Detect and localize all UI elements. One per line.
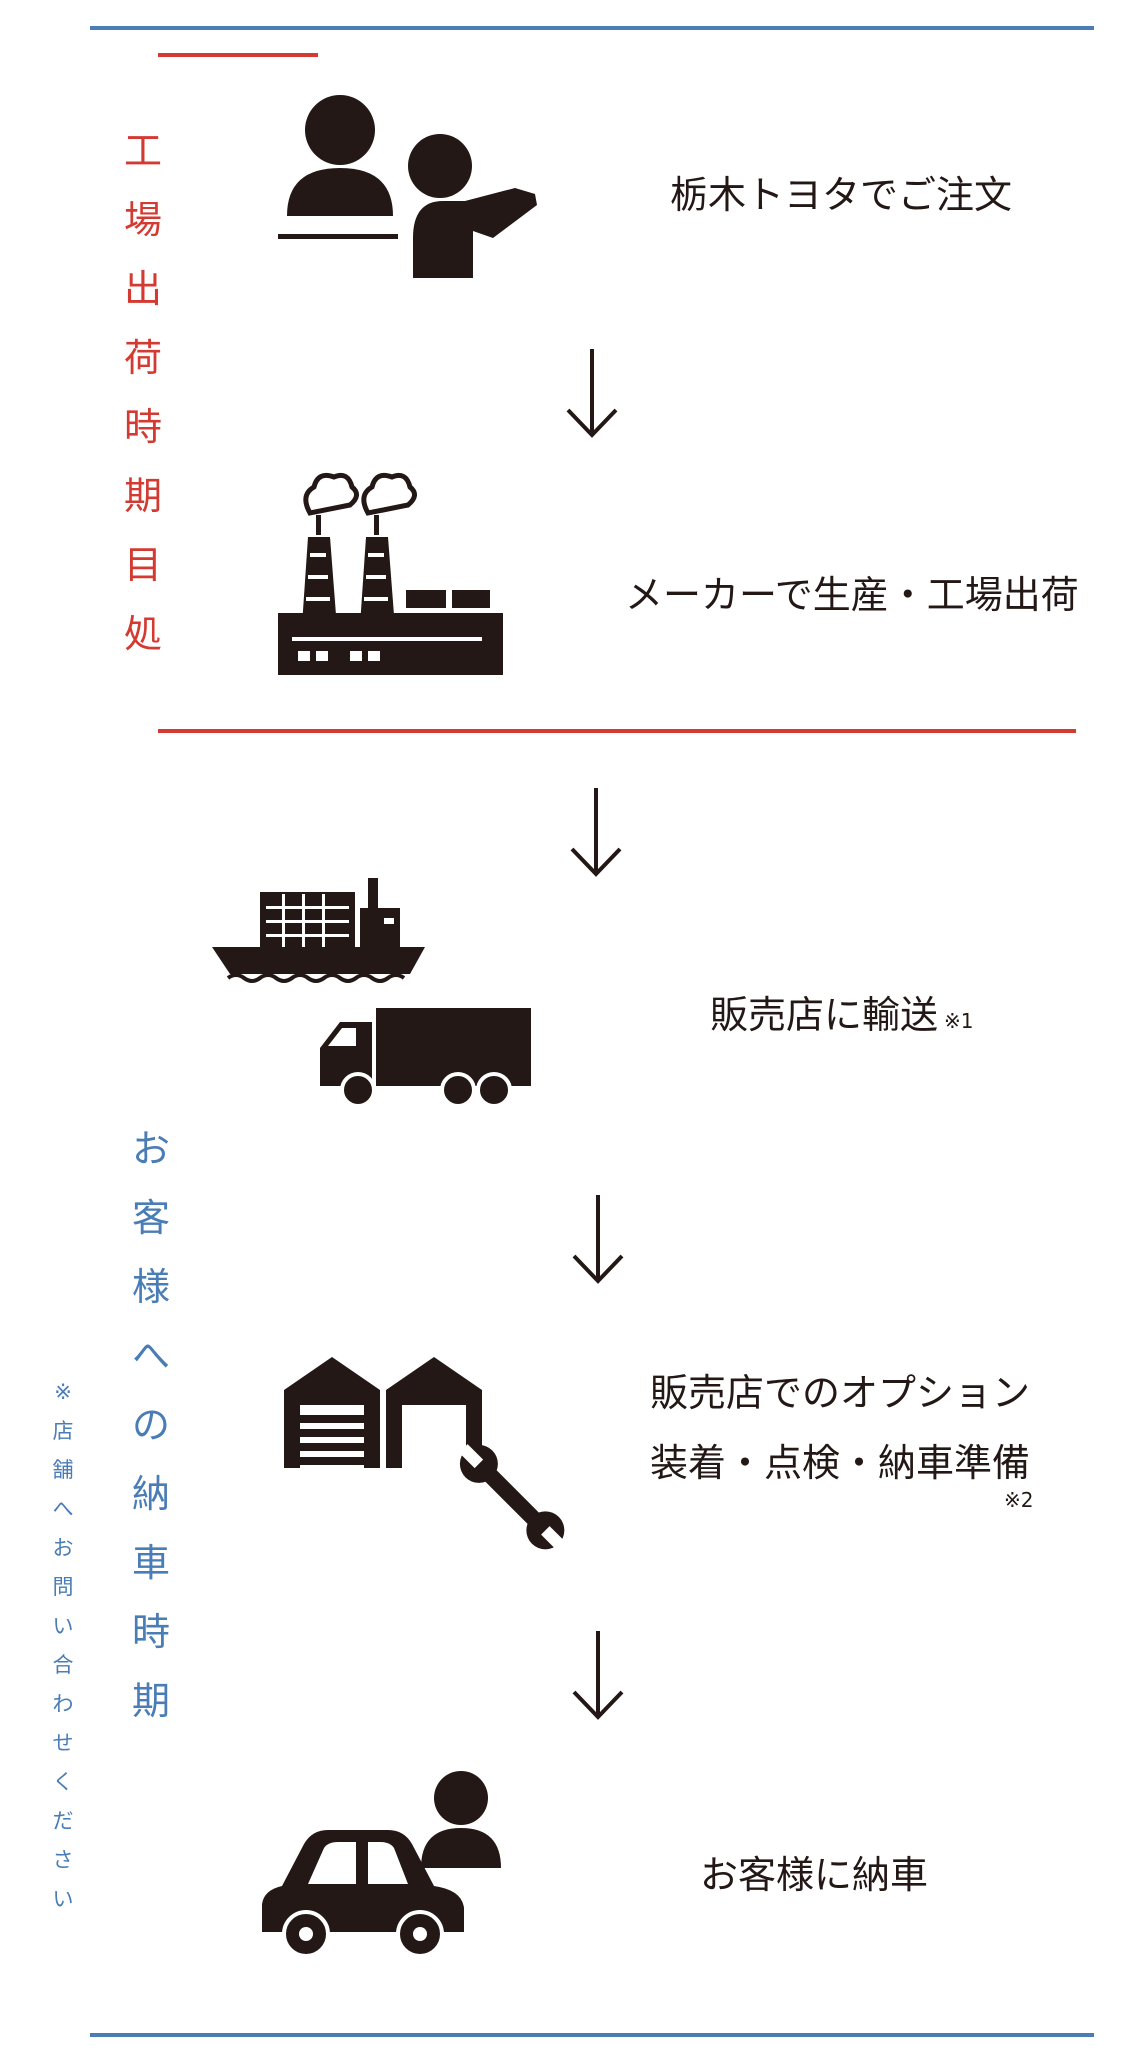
note-char: く xyxy=(52,1770,74,1794)
delivery-period-label: お 客 様 へ の 納 車 時 期 xyxy=(126,1130,176,1751)
label-char: 時 xyxy=(131,1610,170,1654)
down-arrow-icon xyxy=(566,785,626,880)
label-char: 場 xyxy=(123,198,162,242)
label-char: 荷 xyxy=(123,336,162,380)
note-char: ※ xyxy=(54,1380,72,1404)
label-char: 工 xyxy=(123,129,162,173)
bottom-border-line xyxy=(90,2033,1094,2037)
factory-period-label: 工 場 出 荷 時 期 目 処 xyxy=(118,132,168,684)
salesperson-icon xyxy=(275,88,540,283)
note-char: だ xyxy=(52,1809,74,1833)
note-char: 店 xyxy=(52,1419,74,1443)
note-char: せ xyxy=(52,1731,74,1755)
down-arrow-icon xyxy=(568,1192,628,1287)
label-char: 車 xyxy=(131,1541,170,1585)
step-deliver-text: お客様に納車 xyxy=(700,1853,929,1897)
transport-footnote: ※1 xyxy=(944,1009,974,1033)
note-char: へ xyxy=(52,1497,74,1521)
label-char: 処 xyxy=(123,612,162,656)
note-char: 舗 xyxy=(52,1458,74,1482)
label-char: 様 xyxy=(131,1265,170,1309)
step-transport-label: 販売店に輸送 xyxy=(710,993,939,1037)
note-char: い xyxy=(52,1887,74,1911)
note-char: 問 xyxy=(52,1575,74,1599)
label-char: 出 xyxy=(123,267,162,311)
wrench-icon xyxy=(455,1435,565,1555)
label-char: 目 xyxy=(123,543,162,587)
garage-icon xyxy=(282,1355,487,1470)
label-char: 納 xyxy=(131,1472,170,1516)
down-arrow-icon xyxy=(562,346,622,441)
step-manufacture-text: メーカーで生産・工場出荷 xyxy=(625,573,1079,617)
factory-section-bottom-line xyxy=(158,729,1076,733)
label-char: 期 xyxy=(131,1679,170,1723)
step-transport-text: 販売店に輸送※1 xyxy=(710,984,974,1039)
ship-icon xyxy=(210,872,440,984)
label-char: 期 xyxy=(123,474,162,518)
down-arrow-icon xyxy=(568,1628,628,1723)
prep-footnote: ※2 xyxy=(1004,1488,1034,1512)
customer-icon xyxy=(418,1770,503,1870)
truck-icon xyxy=(318,1008,533,1108)
label-char: お xyxy=(131,1127,170,1171)
note-char: 合 xyxy=(52,1653,74,1677)
note-char: お xyxy=(52,1536,74,1560)
step-prep-line2: 装着・点検・納車準備 xyxy=(650,1441,1031,1485)
step-order-text: 栃木トヨタでご注文 xyxy=(670,173,1013,217)
contact-store-note: ※ 店 舗 へ お 問 い 合 わ せ く だ さ い xyxy=(48,1382,78,1928)
car-icon xyxy=(258,1828,468,1958)
top-border-line xyxy=(90,26,1094,30)
note-char: い xyxy=(52,1614,74,1638)
note-char: さ xyxy=(52,1848,74,1872)
label-char: の xyxy=(131,1403,170,1447)
label-char: 時 xyxy=(123,405,162,449)
factory-icon xyxy=(278,465,508,675)
label-char: 客 xyxy=(131,1196,170,1240)
label-char: へ xyxy=(131,1334,170,1378)
note-char: わ xyxy=(52,1692,74,1716)
factory-section-top-line xyxy=(158,53,318,57)
step-prep-line1: 販売店でのオプション xyxy=(650,1371,1031,1415)
